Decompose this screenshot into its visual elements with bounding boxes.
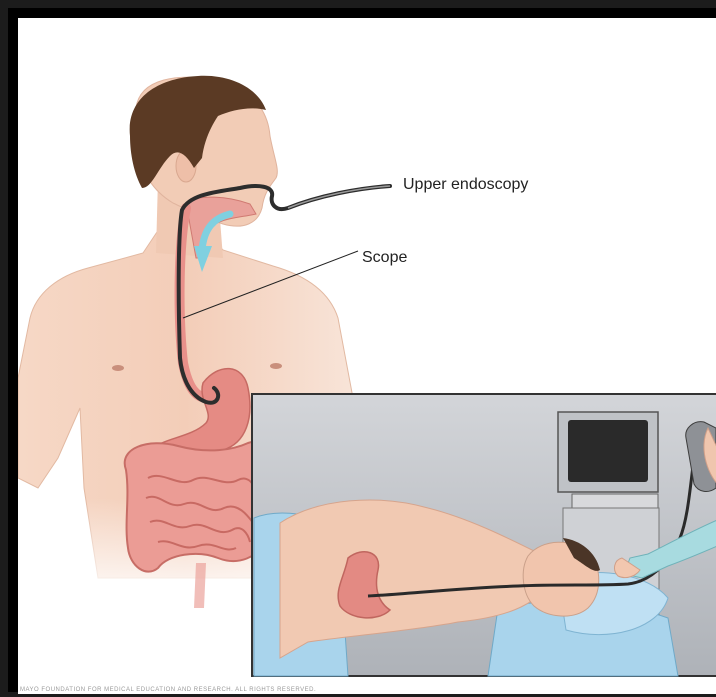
upper-endoscopy-label: Upper endoscopy	[403, 176, 528, 194]
endoscopy-illustration	[18, 18, 716, 694]
illustration-canvas: Upper endoscopy Scope MAYO FOUNDATION FO…	[18, 18, 716, 694]
scope-label: Scope	[362, 249, 407, 267]
copyright-notice: MAYO FOUNDATION FOR MEDICAL EDUCATION AN…	[20, 687, 316, 693]
image-frame: Upper endoscopy Scope MAYO FOUNDATION FO…	[8, 8, 716, 692]
procedure-inset	[252, 394, 716, 676]
